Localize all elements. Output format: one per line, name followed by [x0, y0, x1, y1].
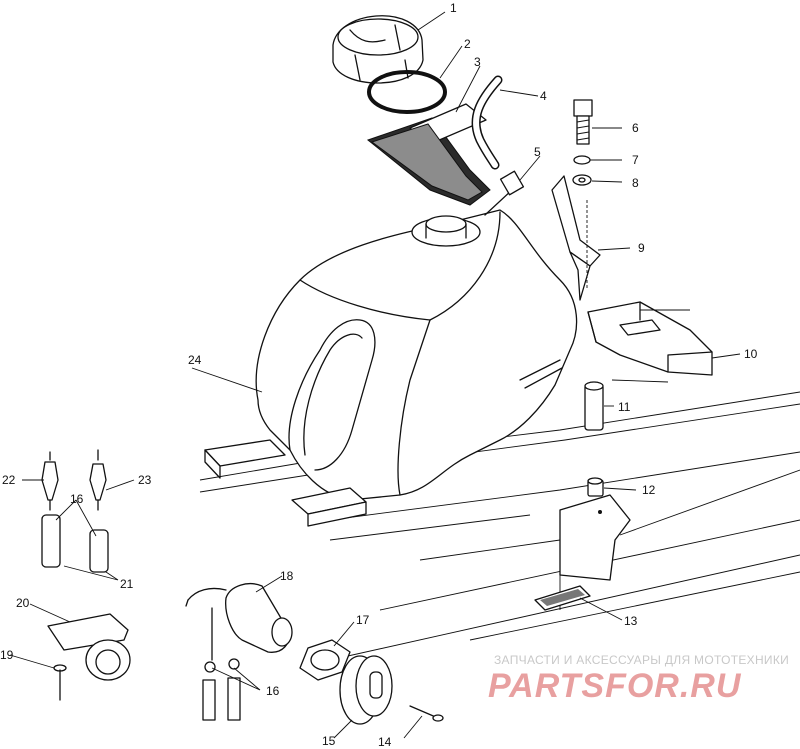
decal-plate: [534, 585, 591, 611]
vent-hose: [471, 75, 503, 170]
watermark-tagline: ЗАПЧАСТИ И АКСЕССУАРЫ ДЛЯ МОТОТЕХНИКИ: [494, 653, 789, 667]
callout-6: 6: [632, 121, 639, 135]
flat-washer: [572, 174, 592, 186]
callout-2: 2: [464, 37, 471, 51]
rubber-boot: [339, 655, 393, 725]
frame-bracket: [559, 494, 631, 581]
spacer-tube: [584, 381, 604, 431]
leader-lines: [9, 11, 741, 739]
mount-block: [587, 301, 713, 376]
mount-bracket: [551, 175, 601, 301]
callout-24: 24: [188, 353, 202, 367]
callout-13: 13: [624, 614, 638, 628]
callout-22: 22: [2, 473, 16, 487]
callout-16a: 16: [70, 492, 84, 506]
foam-filter: [366, 103, 491, 206]
callout-15: 15: [322, 734, 336, 748]
watermark: ЗАПЧАСТИ И АКСЕССУАРЫ ДЛЯ МОТОТЕХНИКИ PA…: [488, 653, 789, 705]
callout-10: 10: [744, 347, 758, 361]
callout-18: 18: [280, 569, 294, 583]
hose-fittings-left: [41, 449, 107, 511]
fuel-pump: [185, 583, 293, 661]
callout-19: 19: [0, 648, 14, 662]
fuel-cap: [332, 15, 424, 84]
callout-14: 14: [378, 735, 392, 749]
rivet: [53, 664, 67, 701]
lock-washer: [573, 155, 591, 165]
callout-12: 12: [642, 483, 656, 497]
callout-20: 20: [16, 596, 30, 610]
screw: [409, 705, 444, 722]
callout-21: 21: [120, 577, 134, 591]
callout-23: 23: [138, 473, 152, 487]
bushing: [587, 477, 604, 497]
o-ring: [367, 70, 447, 114]
callout-17: 17: [356, 613, 370, 627]
watermark-brand: PARTSFOR.RU: [488, 667, 742, 705]
fuel-tank: [255, 189, 578, 501]
tank-mount-pads: [204, 439, 367, 527]
hose-pieces-left: [41, 514, 109, 573]
callout-16b: 16: [266, 684, 280, 698]
vent-fitting: [499, 170, 525, 196]
callout-8: 8: [632, 176, 639, 190]
callout-9: 9: [638, 241, 645, 255]
hex-nut: [299, 639, 351, 681]
bolt: [573, 99, 593, 145]
callout-labels: 1 2 3 4 5 6 7 8 9 10 11 12 13 14 15 16 1…: [0, 1, 758, 749]
callout-1: 1: [450, 1, 457, 15]
callout-3: 3: [474, 55, 481, 69]
fuel-lines-lower: [202, 658, 241, 721]
callout-11: 11: [618, 400, 631, 414]
pump-bracket: [47, 613, 131, 681]
callout-7: 7: [632, 153, 639, 167]
callout-5: 5: [534, 145, 541, 159]
callout-4: 4: [540, 89, 547, 103]
